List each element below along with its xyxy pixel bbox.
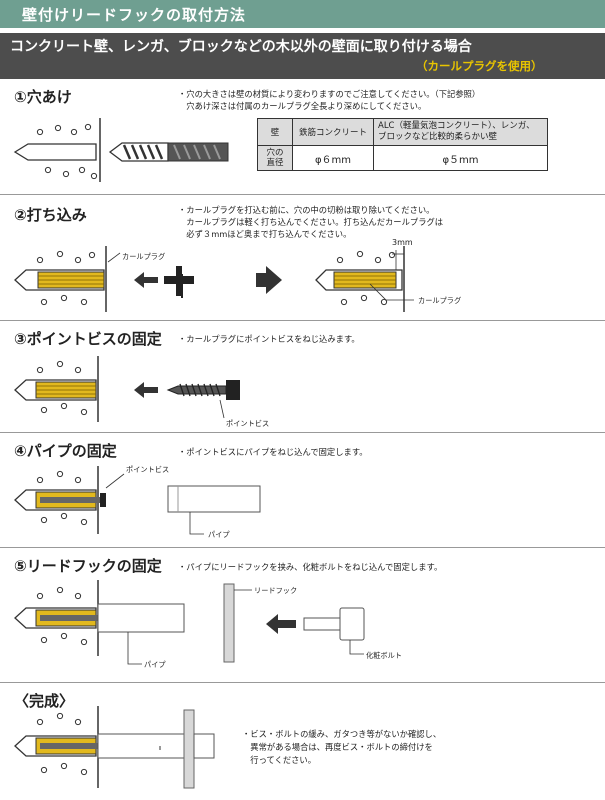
page-title: 壁付けリードフックの取付方法	[22, 6, 247, 24]
wall-section	[14, 466, 125, 534]
hammer-tool-icon	[164, 266, 194, 298]
step1-note: ・穴の大きさは壁の材質により変わりますのでご注意してください。（下記参照） 穴あ…	[178, 89, 481, 111]
wall-left	[14, 246, 107, 312]
step4-diagram	[14, 466, 261, 535]
step4-heading: ④パイプの固定	[14, 442, 117, 460]
step2-diagram	[14, 246, 414, 312]
completed-note: ・ビス・ボルトの緩み、ガタつき等がないか確認し、 異常がある場合は、再度ビス・ボ…	[242, 729, 442, 765]
left-arrow-icon	[266, 614, 296, 634]
spec-header-concrete: 鉄筋コンクリート	[292, 118, 374, 146]
step1-diagram	[13, 118, 229, 182]
divider	[0, 432, 605, 433]
drill-bit-icon	[108, 142, 229, 162]
title-bar	[0, 0, 605, 28]
completed-diagram	[14, 706, 215, 789]
wall-section	[14, 580, 102, 656]
step1-heading: ①穴あけ	[14, 88, 72, 106]
spec-table: 壁 鉄筋コンクリート ALC（軽量気泡コンクリート）、レンガ、 ブロックなど比較…	[257, 118, 548, 171]
spec-row-label: 穴の 直径	[257, 145, 293, 171]
step2-heading: ②打ち込み	[14, 206, 87, 224]
wall-section	[14, 356, 99, 422]
spec-header-wall: 壁	[257, 118, 293, 146]
plug-label-left: カールプラグ	[122, 252, 166, 261]
screw-label: ポイントビス	[226, 419, 270, 428]
pipe-label: パイプ	[208, 530, 230, 539]
step5-heading: ⑤リードフックの固定	[14, 557, 162, 575]
banner	[0, 33, 605, 79]
spec-concrete-diameter: φ６mm	[292, 145, 374, 171]
left-arrow-icon	[134, 272, 158, 288]
banner-title: コンクリート壁、レンガ、ブロックなどの木以外の壁面に取り付ける場合	[10, 39, 472, 55]
divider	[0, 320, 605, 321]
step3-note: ・カールプラグにポイントビスをねじ込みます。	[178, 334, 360, 344]
divider	[0, 194, 605, 195]
pipe-icon	[167, 485, 261, 535]
pipe-label: パイプ	[144, 660, 166, 669]
right-arrow-icon	[256, 266, 282, 294]
lead-hook-plate	[223, 583, 252, 663]
spec-header-alc: ALC（軽量気泡コンクリート）、レンガ、 ブロックなど比較的柔らかい壁	[373, 118, 548, 146]
wall-section	[13, 118, 101, 182]
pipe-icon	[97, 603, 185, 665]
step2-note: ・カールプラグを打込む前に、穴の中の切粉は取り除いてください。 カールプラグは軽…	[178, 205, 444, 239]
step4-note: ・ポイントビスにパイプをねじ込んで固定します。	[178, 447, 368, 457]
left-arrow-icon	[134, 382, 158, 398]
banner-subtitle: （カールプラグを使用）	[416, 59, 543, 73]
assembled-hook	[97, 709, 215, 789]
wall-section	[14, 706, 102, 788]
completed-heading: 〈完成〉	[14, 692, 75, 710]
plug-label-right: カールプラグ	[418, 296, 462, 305]
step5-diagram	[14, 580, 365, 665]
screw-label: ポイントビス	[126, 465, 170, 474]
point-screw-icon	[166, 380, 240, 419]
wall-right	[315, 246, 414, 312]
bolt-label: 化粧ボルト	[366, 651, 402, 660]
step5-note: ・パイプにリードフックを挟み、化粧ボルトをねじ込んで固定します。	[178, 562, 443, 572]
divider	[0, 547, 605, 548]
spec-alc-diameter: φ５mm	[373, 145, 548, 171]
depth-dimension: 3mm	[392, 238, 413, 247]
divider	[0, 682, 605, 683]
hook-label: リードフック	[254, 586, 298, 595]
step3-heading: ③ポイントビスの固定	[14, 330, 162, 348]
decorative-bolt-icon	[303, 607, 365, 655]
step3-diagram	[14, 356, 240, 422]
